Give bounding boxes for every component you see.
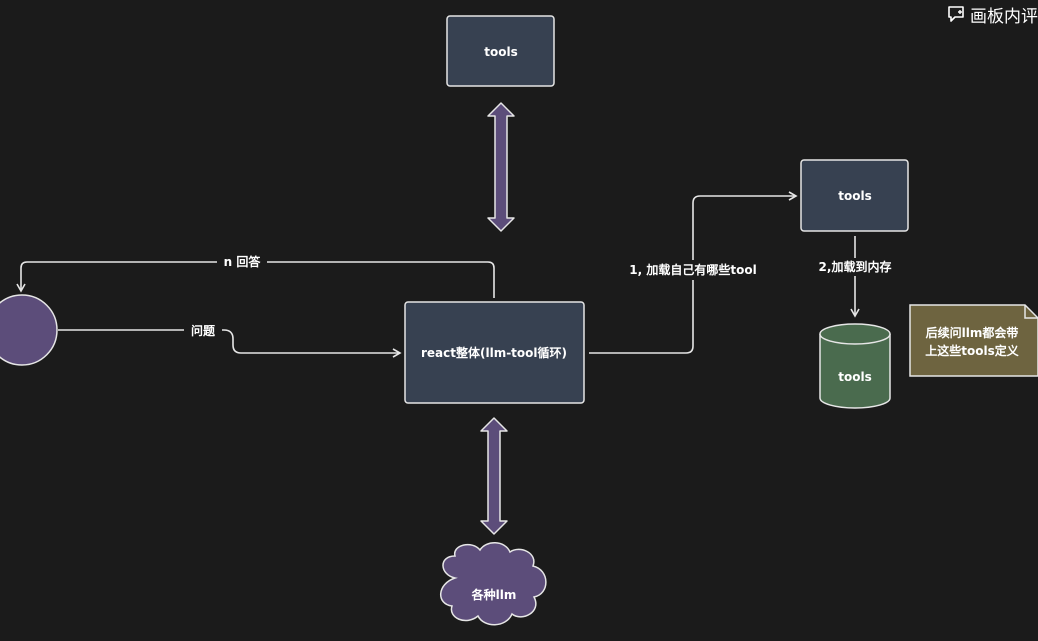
user-circle-node[interactable] [0, 294, 58, 366]
tools-top-node[interactable]: tools [446, 15, 555, 87]
edge-label-load-tools: 1, 加载自己有哪些tool [624, 260, 762, 280]
tools-top-label: tools [484, 45, 517, 59]
edge-question[interactable] [58, 329, 402, 358]
llm-cloud-node[interactable]: 各种llm [440, 542, 547, 626]
react-core-node[interactable]: react整体(llm-tool循环) [404, 301, 585, 404]
double-arrow-top[interactable] [487, 102, 515, 232]
board-comment-label: 画板内评 [970, 6, 1038, 27]
comment-add-icon [946, 4, 966, 24]
react-core-label: react整体(llm-tool循环) [421, 345, 567, 360]
memory-store-label: tools [838, 370, 871, 384]
edge-label-question: 问题 [184, 322, 222, 340]
sticky-note[interactable]: 后续问llm都会带 上这些tools定义 [909, 304, 1038, 377]
llm-cloud-label: 各种llm [471, 587, 517, 602]
load-memory-label: 2,加载到内存 [819, 259, 892, 274]
note-line-2: 上这些tools定义 [925, 343, 1019, 358]
question-label: 问题 [191, 323, 216, 338]
answer-label: n 回答 [224, 254, 262, 269]
edge-label-load-memory: 2,加载到内存 [814, 258, 896, 276]
note-line-1: 后续问llm都会带 [926, 325, 1019, 340]
board-comment-button[interactable]: 画板内评 [946, 2, 1038, 27]
load-tools-label: 1, 加载自己有哪些tool [629, 262, 756, 277]
edge-label-answer: n 回答 [217, 253, 267, 271]
memory-store-node[interactable]: tools [819, 323, 891, 409]
double-arrow-bottom[interactable] [480, 417, 508, 535]
tools-right-label: tools [838, 189, 871, 203]
tools-right-node[interactable]: tools [800, 159, 909, 232]
